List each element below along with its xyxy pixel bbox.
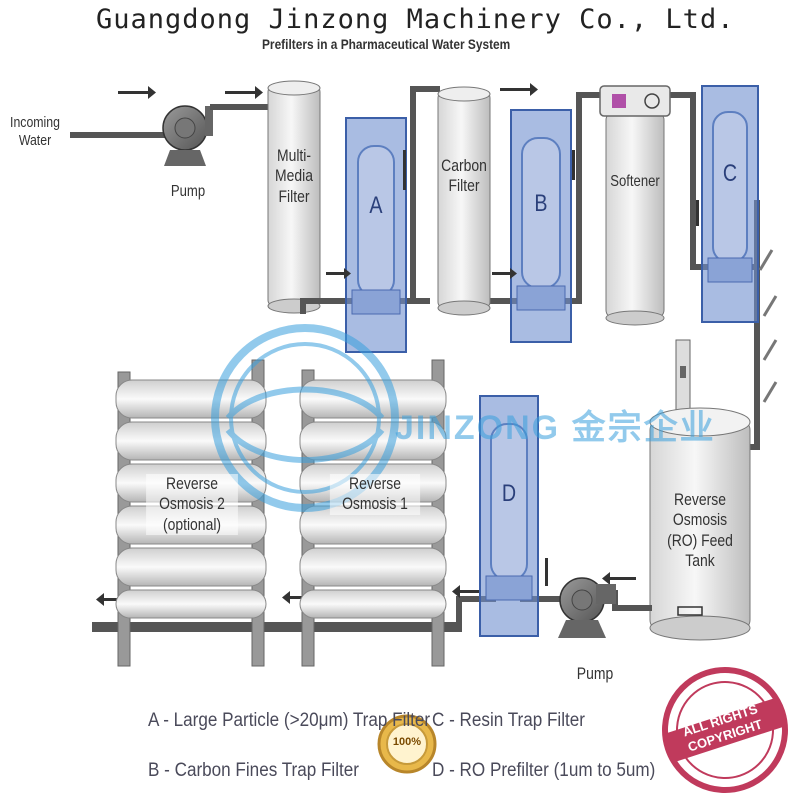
reverse-osmosis-1-module	[299, 359, 447, 667]
filter-a-letter: A	[369, 192, 383, 219]
watermark-text: JINZONG 金宗企业	[395, 409, 716, 447]
legend-d: D - RO Prefilter (1um to 5um)	[432, 760, 656, 781]
filter-c-box	[701, 85, 759, 323]
pump-bottom-label: Pump	[576, 664, 614, 683]
filter-d-letter: D	[501, 480, 517, 507]
multimedia-filter-tank	[267, 80, 321, 314]
filter-b-box	[510, 109, 572, 343]
ro-feed-tank-label: Reverse Osmosis (RO) Feed Tank	[667, 490, 733, 571]
multimedia-filter-label: Multi-Media Filter	[275, 146, 313, 206]
quality-seal-text: 100%	[392, 736, 422, 748]
legend-a: A - Large Particle (>20μm) Trap Filter	[148, 710, 431, 731]
diagram-title: Prefilters in a Pharmaceutical Water Sys…	[262, 36, 511, 52]
flow-arrow	[118, 83, 538, 99]
legend-b: B - Carbon Fines Trap Filter	[148, 760, 359, 781]
company-name: Guangdong Jinzong Machinery Co., Ltd.	[96, 4, 735, 35]
filter-c-letter: C	[722, 160, 738, 187]
ro1-label: Reverse Osmosis 1	[329, 474, 421, 515]
copyright-stamp	[662, 667, 788, 793]
filter-a-box	[345, 117, 407, 353]
softener-label: Softener	[610, 173, 660, 190]
pump-top-label: Pump	[170, 183, 206, 200]
filter-d-box	[479, 395, 539, 637]
carbon-filter-tank	[437, 86, 491, 316]
pump-top	[162, 104, 270, 166]
filter-b-letter: B	[534, 190, 548, 217]
quality-seal	[377, 714, 437, 774]
carbon-filter-label: Carbon Filter	[441, 156, 487, 196]
incoming-pipe	[70, 132, 180, 138]
pump-bottom	[558, 577, 616, 638]
flow-arrow	[326, 150, 699, 279]
legend-c: C - Resin Trap Filter	[432, 710, 585, 731]
ro2-label: Reverse Osmosis 2 (optional)	[146, 474, 238, 536]
incoming-water-label: Incoming Water	[10, 114, 60, 149]
softener-tank	[599, 85, 671, 326]
watermark-logo	[211, 324, 399, 512]
ro-feed-tank	[649, 339, 751, 641]
flow-arrow	[96, 558, 636, 606]
dashed-line	[758, 249, 778, 403]
